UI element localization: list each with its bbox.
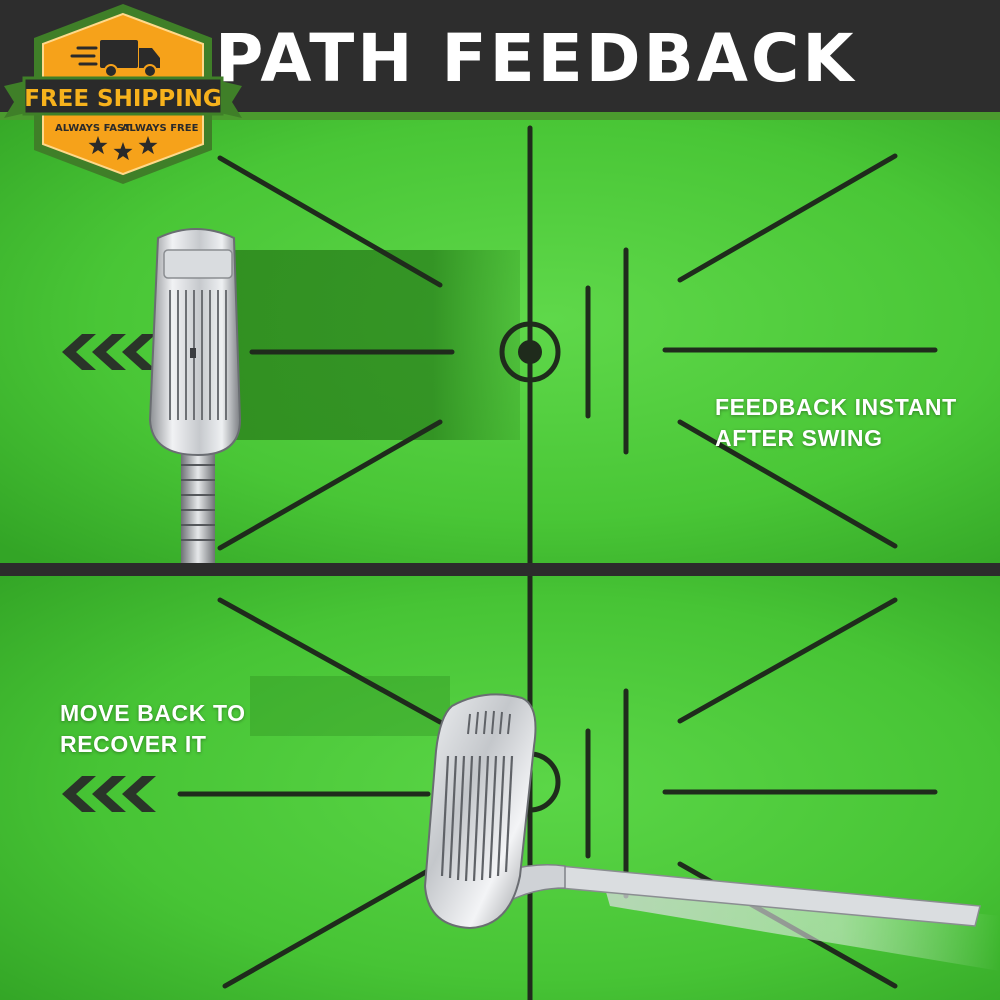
badge-stars [88, 136, 158, 161]
photo-panel-top: FEEDBACK INSTANT AFTER SWING [0, 120, 1000, 563]
badge-tagline-right: ALWAYS FREE [122, 123, 199, 134]
triple-chevron-left-icon [62, 776, 156, 812]
star-icon [113, 142, 133, 161]
photo-panel-bottom: MOVE BACK TO RECOVER IT [0, 576, 1000, 1000]
free-shipping-badge: FREE SHIPPING ALWAYS FAST ALWAYS FREE [4, 4, 242, 184]
caption-feedback-instant: FEEDBACK INSTANT AFTER SWING [715, 392, 957, 454]
header-accent-stripe [0, 112, 1000, 120]
delivery-truck-icon [70, 40, 160, 78]
star-icon [138, 136, 158, 155]
training-mat-photo-bottom [0, 576, 1000, 1000]
caption-line: FEEDBACK INSTANT [715, 394, 957, 420]
badge-label: FREE SHIPPING [24, 86, 222, 112]
badge-tagline-left: ALWAYS FAST [55, 123, 131, 134]
caption-line: RECOVER IT [60, 731, 207, 757]
golf-club-in-motion [423, 693, 1000, 971]
panel-divider [0, 563, 1000, 576]
swing-trail-mark [230, 250, 520, 440]
caption-line: AFTER SWING [715, 425, 883, 451]
training-mat-photo-top [0, 120, 1000, 563]
star-icon [88, 136, 108, 155]
ball-target-dot [518, 340, 542, 364]
golf-club-face-on [148, 228, 242, 563]
triple-chevron-left-icon [62, 334, 156, 370]
caption-line: MOVE BACK TO [60, 700, 246, 726]
badge-ribbon [22, 76, 224, 116]
page-title: PATH FEEDBACK [215, 20, 857, 97]
caption-move-back: MOVE BACK TO RECOVER IT [60, 698, 246, 760]
ball-target-ring [499, 321, 561, 383]
